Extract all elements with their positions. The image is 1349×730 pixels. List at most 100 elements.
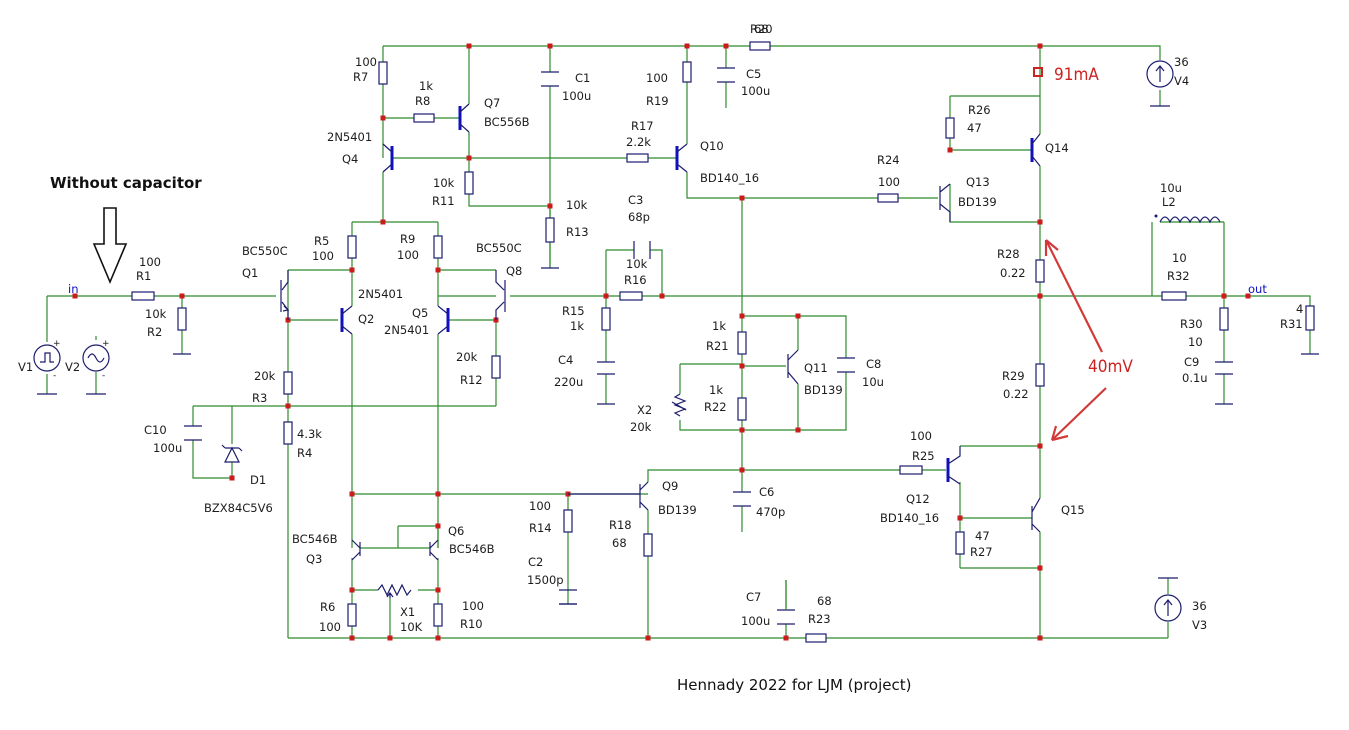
label-c1-ref: C1 <box>575 71 590 85</box>
resistor-r5 <box>347 235 357 259</box>
label-r13-val: 10k <box>566 198 588 212</box>
label-v1-ref: V1 <box>18 360 33 374</box>
label-c1-val: 100u <box>562 89 591 103</box>
resistor-r13 <box>545 217 555 243</box>
capacitor-c9 <box>1215 361 1233 375</box>
label-d1-ref: D1 <box>250 473 266 487</box>
transistors <box>280 103 1041 561</box>
svg-text:-: - <box>102 371 105 381</box>
label-r6-ref: R6 <box>320 600 335 614</box>
label-q9-val: BD139 <box>658 503 697 517</box>
inductor-l2 <box>1154 214 1221 224</box>
label-r3-ref: R3 <box>252 391 267 405</box>
label-r32-ref: R32 <box>1167 269 1190 283</box>
label-r22-val: 1k <box>709 383 723 397</box>
transistor-q12 <box>946 446 961 485</box>
label-q1-val: BC550C <box>242 244 288 258</box>
measurement-arrows <box>1044 239 1107 442</box>
label-r23-val: 68 <box>817 594 832 608</box>
label-r2-val: 10k <box>145 307 167 321</box>
resistor-r26 <box>945 117 955 139</box>
label-r12-val: 20k <box>456 350 478 364</box>
label-q2-val: 2N5401 <box>358 287 403 301</box>
label-r24-val: 100 <box>878 175 900 189</box>
label-q13-ref: Q13 <box>966 175 990 189</box>
transistor-q11 <box>787 349 799 385</box>
junction-dots <box>72 43 1251 641</box>
potentiometer-x2 <box>673 393 687 417</box>
ammeter-marker <box>1033 67 1043 77</box>
label-r8-ref: R8 <box>415 94 430 108</box>
label-r5-val: 100 <box>312 249 334 263</box>
label-q1-ref: Q1 <box>242 266 258 280</box>
zener-diode-d1 <box>221 444 243 463</box>
label-q9-ref: Q9 <box>662 479 678 493</box>
transistor-q13 <box>939 183 951 222</box>
resistor-r9 <box>433 235 443 259</box>
schematic-caption: Hennady 2022 for LJM (project) <box>677 676 911 694</box>
resistor-r22 <box>737 397 747 421</box>
label-q10-ref: Q10 <box>700 139 724 153</box>
label-d1-val: BZX84C5V6 <box>204 501 273 515</box>
label-q11-ref: Q11 <box>804 361 828 375</box>
label-r14-val: 100 <box>529 499 551 513</box>
resistor-r3 <box>283 371 293 395</box>
pulse-source-v1: + - <box>33 339 61 381</box>
resistor-r18 <box>643 533 653 557</box>
resistor-r2 <box>177 307 187 331</box>
potentiometer-x1 <box>377 583 412 597</box>
label-q6-val: BC546B <box>449 542 495 556</box>
label-q3-val: BC546B <box>292 532 338 546</box>
label-r10-val: 100 <box>462 599 484 613</box>
label-r24-ref: R24 <box>877 153 900 167</box>
without-capacitor-note: Without capacitor <box>50 174 202 192</box>
resistor-r16 <box>619 291 643 301</box>
label-r5-ref: R5 <box>314 234 329 248</box>
label-q14-ref: Q14 <box>1045 141 1069 155</box>
svg-text:+: + <box>102 339 110 349</box>
resistor-r21 <box>737 331 747 355</box>
label-r4-ref: R4 <box>297 446 312 460</box>
capacitor-c7 <box>777 609 795 625</box>
label-c5-ref: C5 <box>746 67 761 81</box>
resistor-r7 <box>378 61 388 85</box>
label-c7-val: 100u <box>741 614 770 628</box>
dc-source-v4 <box>1146 60 1174 88</box>
label-r9-ref: R9 <box>400 232 415 246</box>
resistor-r29 <box>1035 363 1045 387</box>
transistor-q8 <box>495 270 506 320</box>
label-c8-val: 10u <box>862 375 884 389</box>
resistor-r6 <box>347 603 357 627</box>
resistor-r11 <box>464 171 474 195</box>
transistor-q3 <box>351 539 361 561</box>
label-r21-ref: R21 <box>706 339 729 353</box>
label-q10-val: BD140_16 <box>700 171 759 185</box>
label-r32-val: 10 <box>1172 251 1187 265</box>
down-arrow-icon <box>92 207 128 285</box>
resistor-r19 <box>682 61 692 83</box>
label-r1-ref: R1 <box>136 269 151 283</box>
label-c10-val: 100u <box>153 441 182 455</box>
label-r15-ref: R15 <box>562 304 585 318</box>
capacitor-c1 <box>541 71 559 87</box>
label-r23-ref: R23 <box>808 612 831 626</box>
label-r6-val: 100 <box>319 620 341 634</box>
label-q8-val: BC550C <box>476 241 522 255</box>
resistor-r25 <box>899 465 923 475</box>
capacitor-c8 <box>837 357 855 373</box>
label-r30-val: 10 <box>1188 335 1203 349</box>
resistor-r10 <box>433 603 443 627</box>
label-r28-ref: R28 <box>997 247 1020 261</box>
label-r2-ref: R2 <box>147 325 162 339</box>
transistor-q1 <box>280 270 290 320</box>
label-r31-ref: R31 <box>1280 317 1303 331</box>
label-q5-ref: Q5 <box>412 306 428 320</box>
transistor-q5 <box>437 305 450 335</box>
label-r27-val: 47 <box>975 529 990 543</box>
resistor-r12 <box>491 355 501 379</box>
label-r26-val: 47 <box>967 121 982 135</box>
label-q12-ref: Q12 <box>906 492 930 506</box>
label-c3-val: 68p <box>628 210 650 224</box>
